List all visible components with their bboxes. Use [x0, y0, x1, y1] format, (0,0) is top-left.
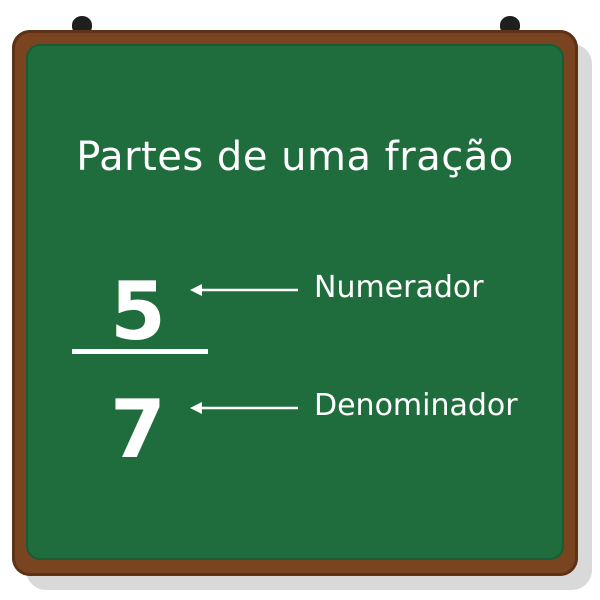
denominator-digit: 7	[110, 383, 166, 476]
arrow-left-icon	[190, 284, 298, 296]
chalkboard-frame: Partes de uma fração 5 7 Numerador Denom…	[12, 30, 578, 576]
chalkboard: Partes de uma fração 5 7 Numerador Denom…	[26, 44, 564, 560]
hanging-peg-icon	[500, 16, 520, 34]
denominator-label: Denominador	[314, 388, 518, 423]
arrow-left-icon	[190, 402, 298, 414]
fraction-bar	[72, 349, 208, 354]
hanging-peg-icon	[72, 16, 92, 34]
page-title: Partes de uma fração	[76, 134, 514, 180]
numerator-digit: 5	[110, 265, 166, 358]
numerator-label: Numerador	[314, 270, 484, 305]
